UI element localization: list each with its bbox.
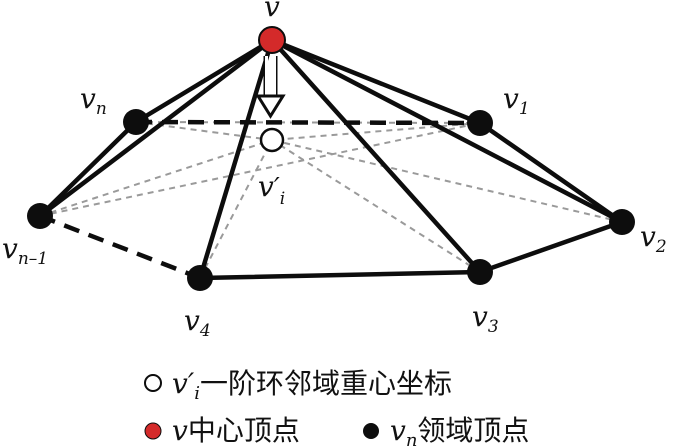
edge-center-vn1 <box>37 37 275 219</box>
down-arrow <box>255 56 286 119</box>
label-center: v <box>264 0 280 23</box>
edge-center-v4 <box>197 37 275 281</box>
label-v4: v4 <box>184 304 211 341</box>
label-barycenter: v′i <box>258 170 285 209</box>
edge-center-vn <box>133 37 275 125</box>
vertex-v3 <box>467 259 493 285</box>
vertex-v1 <box>467 110 493 136</box>
edge-vn-v1-dashed <box>135 119 481 126</box>
label-vn1: vn–1 <box>2 232 48 269</box>
line-vn-to-barycenter <box>135 121 273 141</box>
vertex-labels: v vn v1 v2 v3 v4 vn–1 v′i <box>2 0 667 341</box>
label-v3: v3 <box>472 300 499 337</box>
label-v1: v1 <box>503 82 530 119</box>
dashed-edges <box>39 119 481 281</box>
edge-center-v1 <box>269 37 483 126</box>
edge-vn1-v4-dashed <box>39 213 201 281</box>
label-v2: v2 <box>640 220 667 257</box>
edge-center-v3 <box>269 37 483 275</box>
line-v2-to-barycenter <box>271 139 623 223</box>
vertex-center <box>258 26 286 54</box>
line-vn1-to-barycenter <box>39 139 273 217</box>
vertex-v2 <box>609 209 635 235</box>
line-vn1-v1-hidden <box>39 122 481 217</box>
legend-row2b: vn领域顶点 <box>390 414 529 446</box>
vertex-vn <box>123 109 149 135</box>
edge-v3-v4 <box>197 269 483 281</box>
vertex-vn1 <box>27 203 53 229</box>
edge-vn-vn1 <box>37 119 139 219</box>
label-vn: vn <box>80 82 107 119</box>
vertex-barycenter <box>259 127 285 153</box>
edge-v1-v2 <box>477 120 625 225</box>
edge-v2-v3 <box>477 219 625 275</box>
vertices <box>27 26 635 291</box>
legend-row2a: v中心顶点 <box>172 414 300 446</box>
legend-barycenter-icon <box>144 374 162 392</box>
line-v1-to-barycenter <box>271 122 481 141</box>
legend-row1: v′i一阶环邻域重心坐标 <box>172 367 452 404</box>
solid-edges <box>37 37 625 281</box>
edge-center-v2 <box>269 37 625 225</box>
legend-neighbor-icon <box>363 423 379 439</box>
line-v4-to-barycenter <box>199 139 273 279</box>
legend: v′i一阶环邻域重心坐标 v中心顶点 vn领域顶点 <box>144 367 529 446</box>
line-v3-to-barycenter <box>271 139 481 273</box>
vertex-v4 <box>187 265 213 291</box>
legend-center-icon <box>144 422 162 440</box>
